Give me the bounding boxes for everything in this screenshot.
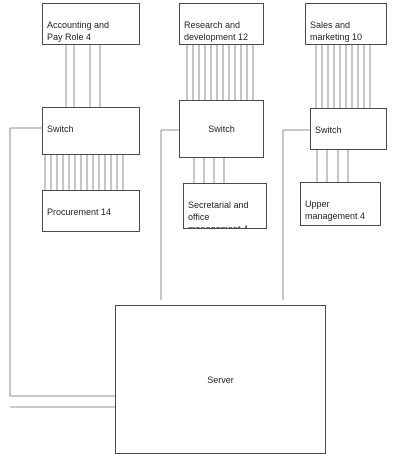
switch-right-label: Switch <box>315 125 342 135</box>
sales-node: Sales and marketing 10 <box>305 3 387 45</box>
accounting-label: Accounting and Pay Role 4 <box>47 20 110 42</box>
secretarial-node: Secretarial and office management 4 <box>183 183 267 229</box>
upper-management-node: Upper management 4 <box>300 182 381 226</box>
server-label: Server <box>207 374 234 385</box>
switch-center-label: Switch <box>208 124 235 134</box>
procurement-node: Procurement 14 <box>42 190 140 232</box>
procurement-label: Procurement 14 <box>47 207 112 217</box>
switch-right-node: Switch <box>310 108 387 150</box>
research-label: Research and development 12 <box>184 20 249 42</box>
server-node: Server <box>115 305 326 454</box>
research-node: Research and development 12 <box>179 3 264 45</box>
upper-management-label: Upper management 4 <box>305 199 366 221</box>
secretarial-label: Secretarial and office management 4 <box>188 200 249 229</box>
sales-label: Sales and marketing 10 <box>310 20 363 42</box>
switch-center-node: Switch <box>179 100 264 158</box>
switch-left-node: Switch <box>42 107 140 155</box>
accounting-node: Accounting and Pay Role 4 <box>42 3 140 45</box>
switch-left-label: Switch <box>47 124 74 134</box>
